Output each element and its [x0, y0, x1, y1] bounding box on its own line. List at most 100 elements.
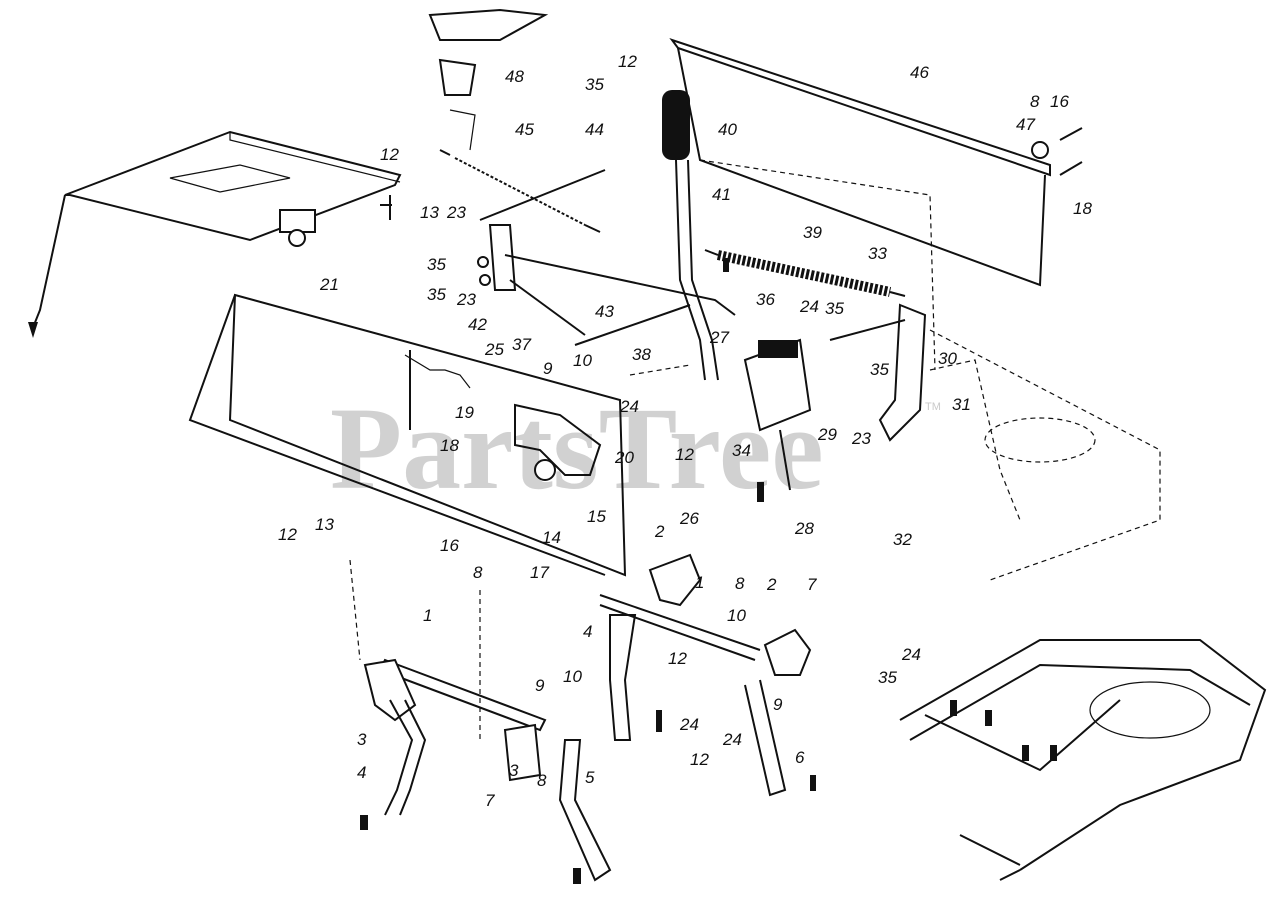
- guide-line: [629, 364, 691, 376]
- callout-28: 28: [794, 519, 814, 538]
- frame-plate-part: [28, 130, 402, 338]
- pedal-assembly-right: [599, 553, 816, 797]
- callout-12: 12: [690, 750, 709, 769]
- callout-7: 7: [485, 791, 495, 810]
- callout-20: 20: [614, 448, 634, 467]
- callout-8: 8: [735, 574, 745, 593]
- pedal-assembly-center: [503, 723, 612, 884]
- callout-24: 24: [619, 397, 639, 416]
- callout-19: 19: [455, 403, 474, 422]
- callout-10: 10: [573, 351, 592, 370]
- callout-25: 25: [484, 340, 504, 359]
- callout-24: 24: [901, 645, 921, 664]
- callout-8: 8: [473, 563, 483, 582]
- shift-lever-part: [662, 90, 719, 381]
- callout-31: 31: [952, 395, 971, 414]
- spring-45-part: [439, 149, 601, 233]
- callout-35: 35: [870, 360, 889, 379]
- callout-44: 44: [585, 120, 604, 139]
- callout-43: 43: [595, 302, 614, 321]
- callout-16: 16: [440, 536, 459, 555]
- callout-2: 2: [654, 522, 665, 541]
- callout-23: 23: [446, 203, 466, 222]
- callout-35: 35: [427, 255, 446, 274]
- callout-45: 45: [515, 120, 534, 139]
- panel-21-part: [188, 293, 627, 577]
- callout-12: 12: [278, 525, 297, 544]
- callout-29: 29: [817, 425, 837, 444]
- callout-42: 42: [468, 315, 487, 334]
- callout-9: 9: [773, 695, 783, 714]
- callout-2: 2: [766, 575, 777, 594]
- callout-47: 47: [1016, 115, 1035, 134]
- rod-44-part: [479, 169, 606, 221]
- callout-5: 5: [585, 768, 595, 787]
- watermark-trademark: TM: [925, 401, 941, 413]
- body-outline-part: [929, 329, 1161, 581]
- callout-38: 38: [632, 345, 651, 364]
- panel-46-part: [669, 38, 1083, 371]
- rod-38-part: [574, 304, 691, 346]
- callout-9: 9: [543, 359, 553, 378]
- callout-24: 24: [722, 730, 742, 749]
- callout-18: 18: [1073, 199, 1092, 218]
- callout-10: 10: [563, 667, 582, 686]
- callout-24: 24: [799, 297, 819, 316]
- callout-4: 4: [583, 622, 592, 641]
- callout-21: 21: [319, 275, 339, 294]
- callout-10: 10: [727, 606, 746, 625]
- callout-37: 37: [512, 335, 531, 354]
- callout-23: 23: [851, 429, 871, 448]
- callout-35: 35: [878, 668, 897, 687]
- callout-8: 8: [537, 771, 547, 790]
- bracket-42-part: [477, 224, 586, 336]
- callout-23: 23: [456, 290, 476, 309]
- callout-24: 24: [679, 715, 699, 734]
- callout-1: 1: [423, 606, 432, 625]
- pedal-assembly-left: [360, 658, 547, 830]
- callout-39: 39: [803, 223, 822, 242]
- callout-16: 16: [1050, 92, 1069, 111]
- callout-1: 1: [695, 573, 704, 592]
- callout-46: 46: [910, 63, 929, 82]
- callout-32: 32: [893, 530, 912, 549]
- callout-33: 33: [868, 244, 887, 263]
- callout-18: 18: [440, 436, 459, 455]
- callout-6: 6: [795, 748, 805, 767]
- callout-8: 8: [1030, 92, 1040, 111]
- callout-34: 34: [732, 441, 751, 460]
- callout-9: 9: [535, 676, 545, 695]
- sector-20-part: [514, 403, 602, 481]
- bracket-30-part: [829, 303, 927, 442]
- mower-deck-part: [899, 639, 1267, 881]
- callout-27: 27: [709, 328, 729, 347]
- callout-41: 41: [712, 185, 731, 204]
- callout-40: 40: [718, 120, 737, 139]
- callout-35: 35: [585, 75, 604, 94]
- callout-3: 3: [509, 761, 519, 780]
- callout-12: 12: [668, 649, 687, 668]
- callout-48: 48: [505, 67, 524, 86]
- callout-3: 3: [357, 730, 367, 749]
- bracket-36-part: [743, 338, 812, 502]
- callout-4: 4: [357, 763, 366, 782]
- callout-12: 12: [618, 52, 637, 71]
- callout-17: 17: [530, 563, 549, 582]
- upper-linkage-part: [428, 8, 549, 151]
- guide-line: [349, 559, 361, 661]
- callout-13: 13: [420, 203, 439, 222]
- rod-43-part: [504, 254, 736, 316]
- callout-13: 13: [315, 515, 334, 534]
- callout-14: 14: [542, 528, 561, 547]
- callout-12: 12: [380, 145, 399, 164]
- callout-36: 36: [756, 290, 775, 309]
- callout-15: 15: [587, 507, 606, 526]
- callout-26: 26: [679, 509, 699, 528]
- callout-35: 35: [427, 285, 446, 304]
- callout-35: 35: [825, 299, 844, 318]
- callout-12: 12: [675, 445, 694, 464]
- callout-30: 30: [938, 349, 957, 368]
